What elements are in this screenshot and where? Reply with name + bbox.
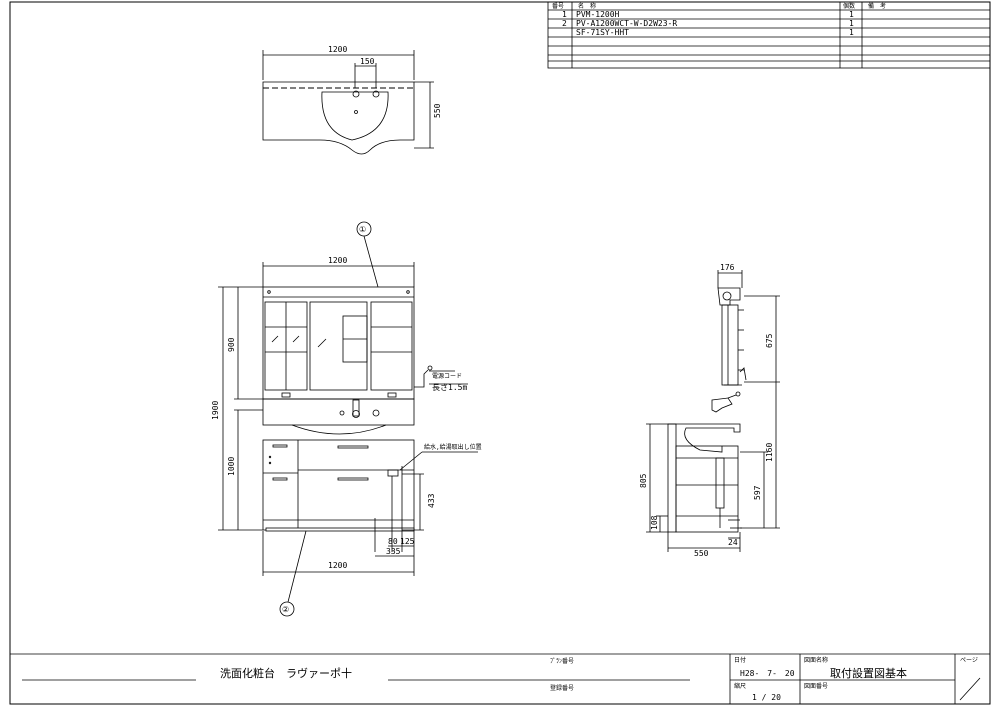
side-floor-height-dim: 597 [753, 485, 762, 500]
title-block: 洗面化粧台 ラヴァーポ十 ﾌﾟﾗﾝ番号 登録番号 日付 H28- 7- 20 縮… [10, 653, 990, 704]
power-cord-length-label: 長さ1.5m [432, 383, 467, 392]
date-label: 日付 [734, 656, 746, 664]
water-supply-label: 給水,給湯取出し位置 [424, 443, 482, 451]
top-view: 1200 150 550 [262, 45, 442, 155]
drawing-register-label: 登録番号 [550, 684, 574, 692]
side-toe-dim: 24 [728, 538, 738, 547]
scale-value: 1 / 20 [752, 693, 781, 702]
page-label: ページ [960, 657, 978, 664]
front-view: ① 1200 [211, 221, 482, 617]
table-row-2-name: PV-A1200WCT-W-D2W23-R [576, 19, 677, 28]
table-row-3-qty: 1 [849, 28, 854, 37]
drawing-code-label: 図面番号 [804, 683, 828, 690]
top-depth-dim: 550 [433, 103, 442, 118]
front-total-height-dim: 1900 [211, 401, 220, 420]
table-row-1-name: PVM-1200H [576, 10, 620, 19]
table-header-note: 備 考 [868, 2, 886, 10]
side-mirror-height-dim: 675 [765, 333, 774, 348]
scale-label: 縮尺 [734, 682, 746, 690]
front-bottom-width-dim: 1200 [328, 561, 347, 570]
front-pipe-offset-a: 80 [388, 537, 398, 546]
product-name: 洗面化粧台 ラヴァーポ十 [220, 666, 352, 680]
side-upper-height-dim: 1160 [765, 443, 774, 462]
table-row-1-no: 1 [562, 10, 567, 19]
top-faucet-dim: 150 [360, 57, 375, 66]
front-counter-height-dim: 1000 [227, 457, 236, 476]
side-base-height-dim: 108 [650, 515, 659, 530]
callout-1: ① [359, 225, 366, 234]
side-mirror-depth-dim: 176 [720, 263, 735, 272]
side-depth-dim: 550 [694, 549, 709, 558]
side-cabinet-height-dim: 805 [639, 473, 648, 488]
table-row-2-qty: 1 [849, 19, 854, 28]
date-value: H28- 7- 20 [740, 669, 795, 678]
drawing-name-label: 図面名称 [804, 656, 828, 664]
top-width-dim: 1200 [328, 45, 347, 54]
parts-table: 番号 名 称 個数 備 考 1 PVM-1200H 1 2 PV-A1200WC… [547, 1, 991, 69]
side-view: 176 675 1160 597 [639, 263, 780, 558]
table-header-name: 名 称 [578, 2, 596, 10]
callout-2: ② [282, 605, 289, 614]
table-row-1-qty: 1 [849, 10, 854, 19]
plan-number-label: ﾌﾟﾗﾝ番号 [550, 658, 574, 665]
sheet-border [9, 1, 991, 705]
table-header-qty: 個数 [843, 2, 855, 10]
table-row-3-name: SF-71SY-HHT [576, 28, 629, 37]
table-row-2-no: 2 [562, 19, 567, 28]
drawing-name: 取付設置図基本 [830, 666, 907, 680]
table-header-no: 番号 [552, 3, 564, 10]
front-pipe-offset-b: 125 [400, 537, 415, 546]
front-top-width-dim: 1200 [328, 256, 347, 265]
front-pipe-height-dim: 433 [427, 493, 436, 508]
front-mirror-height-dim: 900 [227, 337, 236, 352]
power-cord-label: 電源コード [432, 372, 462, 380]
front-pipe-offset-c: 335 [386, 547, 401, 556]
